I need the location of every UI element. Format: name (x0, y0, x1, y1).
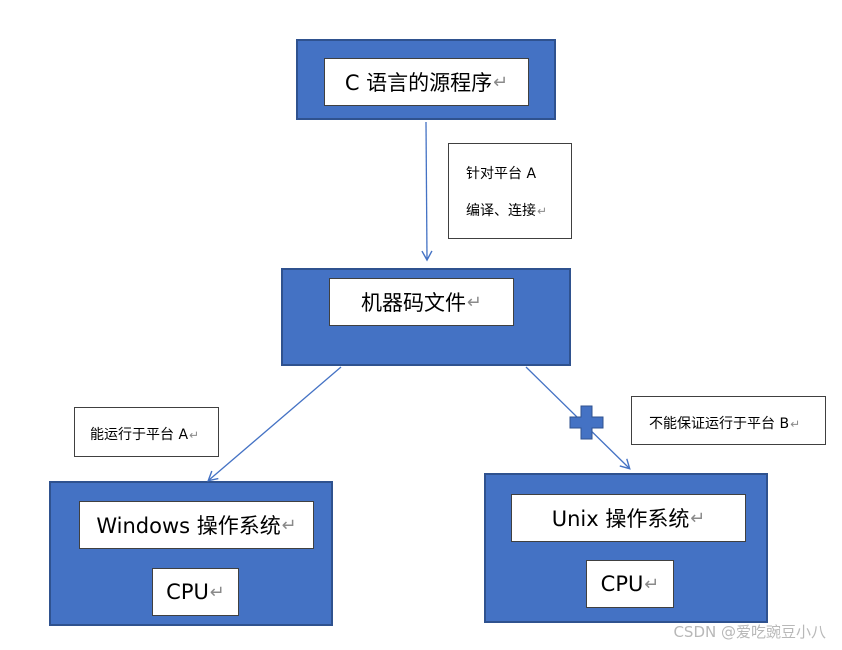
machine-code-label: 机器码文件 (361, 291, 467, 315)
compile-note-line2: 编译、连接 (466, 203, 536, 219)
unix-label: Unix 操作系统 (551, 507, 690, 531)
unix-cpu-label: CPU (600, 572, 644, 596)
return-mark-icon: ↵ (644, 573, 660, 595)
compile-note: 针对平台 A 编译、连接↵ (448, 143, 572, 239)
return-mark-icon: ↵ (281, 514, 297, 536)
compile-note-line1: 针对平台 A (466, 166, 537, 182)
unix-label-box: Unix 操作系统↵ (511, 494, 746, 542)
compile-arrow (421, 121, 433, 262)
return-mark-icon: ↵ (537, 204, 547, 218)
watermark: CSDN @爱吃豌豆小八 (673, 623, 826, 641)
run-on-a-note: 能运行于平台 A↵ (74, 407, 219, 457)
windows-cpu-label: CPU (166, 580, 209, 604)
run-on-b-note: 不能保证运行于平台 B↵ (631, 396, 826, 445)
return-mark-icon: ↵ (493, 71, 509, 93)
windows-cpu-box: CPU↵ (152, 568, 239, 616)
machine-code-label-box: 机器码文件↵ (329, 278, 514, 326)
run-on-a-label: 能运行于平台 A (90, 427, 189, 443)
windows-label: Windows 操作系统 (96, 514, 281, 538)
return-mark-icon: ↵ (189, 428, 199, 442)
windows-label-box: Windows 操作系统↵ (79, 501, 314, 549)
source-label-box: C 语言的源程序↵ (324, 58, 529, 106)
return-mark-icon: ↵ (690, 507, 706, 529)
plus-cross-icon (569, 405, 604, 440)
unix-cpu-box: CPU↵ (586, 560, 674, 608)
source-label: C 语言的源程序 (344, 71, 493, 95)
run-on-b-label: 不能保证运行于平台 B (649, 416, 790, 432)
return-mark-icon: ↵ (790, 417, 801, 431)
return-mark-icon: ↵ (209, 581, 225, 603)
return-mark-icon: ↵ (467, 291, 482, 313)
to-windows-arrow (207, 366, 342, 482)
